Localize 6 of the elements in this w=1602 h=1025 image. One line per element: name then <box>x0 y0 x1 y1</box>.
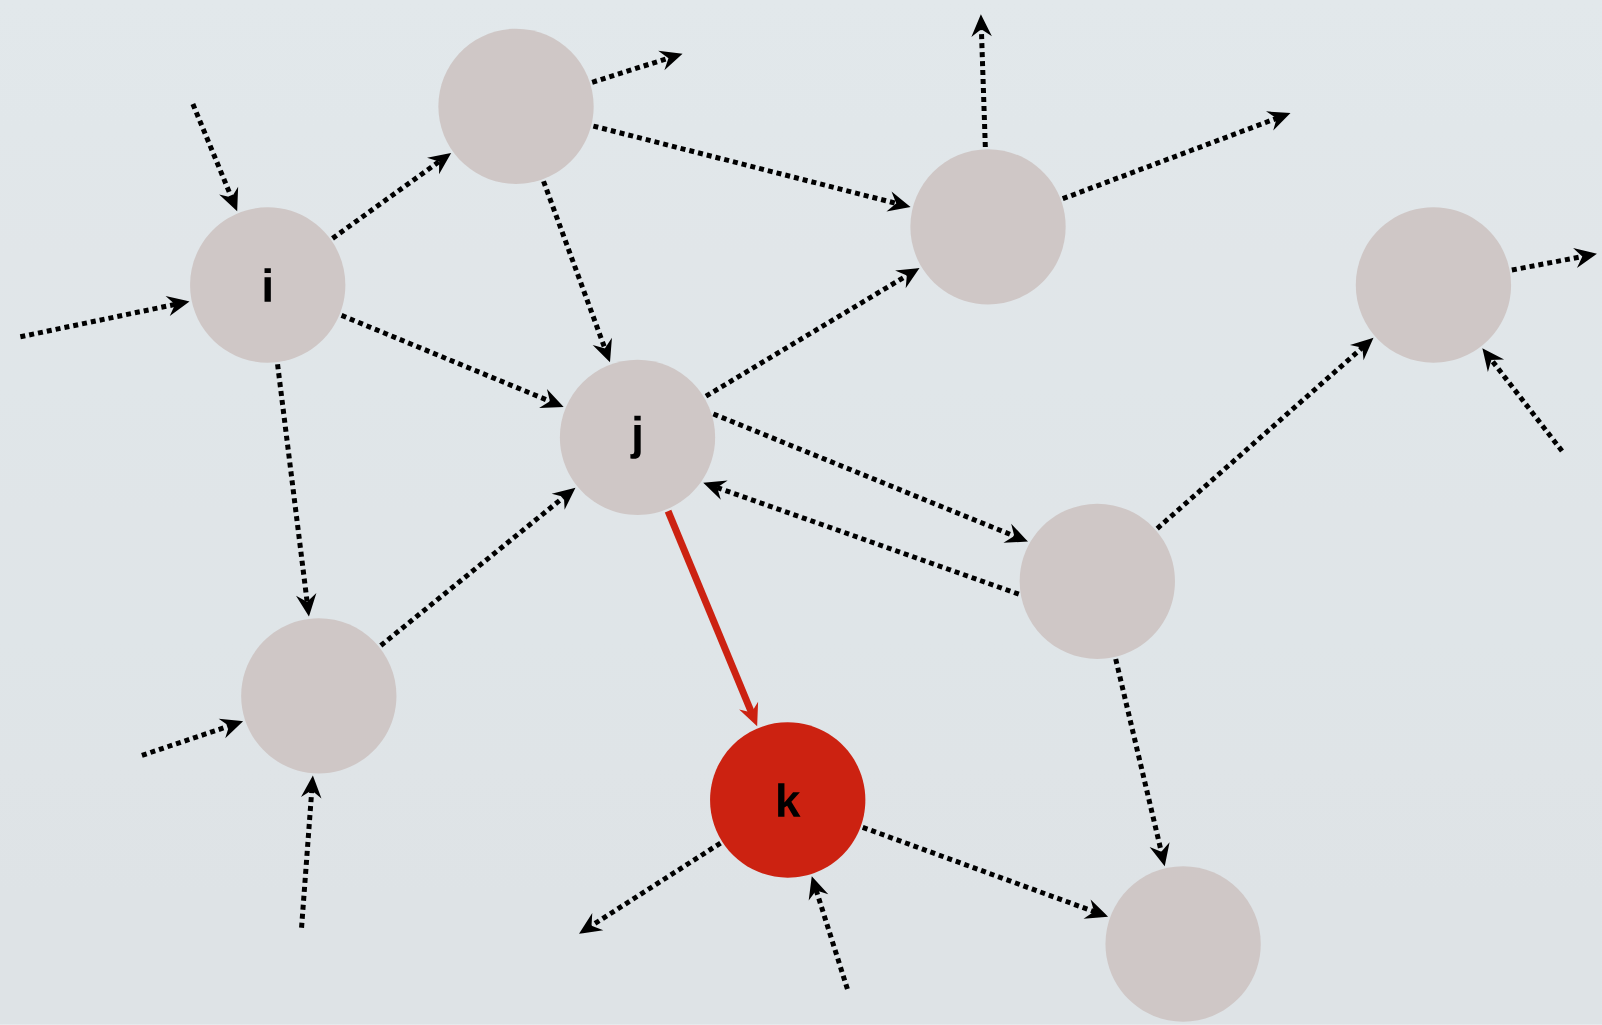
node-circle <box>1355 207 1512 363</box>
node-circle <box>438 28 594 184</box>
node-circle <box>1019 503 1175 659</box>
node-circle <box>910 149 1066 305</box>
node-circle <box>241 618 397 774</box>
node-circle <box>1105 866 1261 1022</box>
